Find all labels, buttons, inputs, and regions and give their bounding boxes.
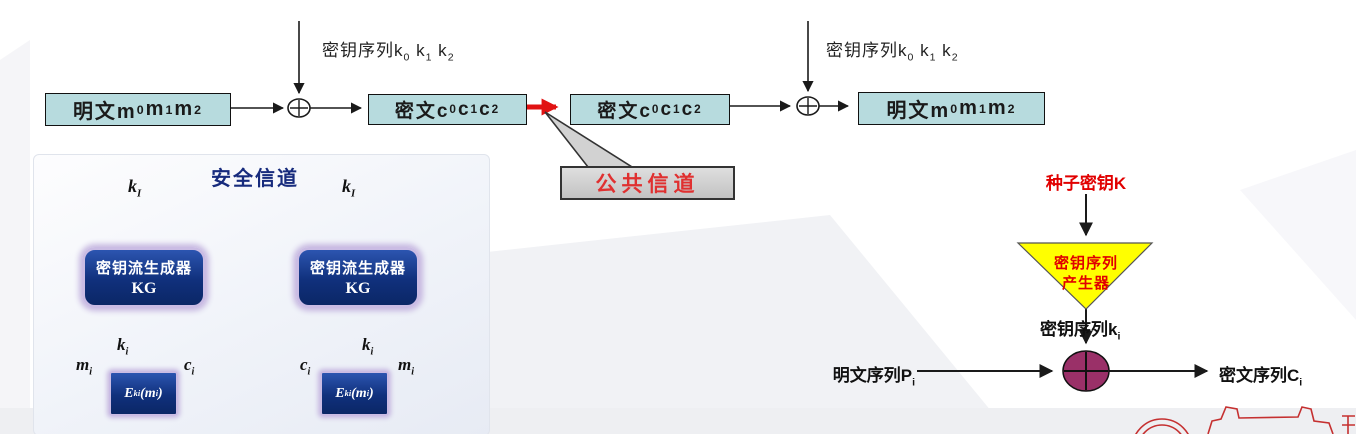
- initial-key-label-receiver: kI: [342, 176, 356, 200]
- keystream-generator-box-sender: 密钥流生成器 KG: [82, 247, 206, 308]
- logo-watermark: [1135, 406, 1355, 434]
- public-channel-callout: 公共信道: [560, 166, 735, 200]
- kg-name-sender: 密钥流生成器: [95, 260, 192, 277]
- decor-polygon-left: [0, 40, 30, 434]
- kg-name-receiver: 密钥流生成器: [309, 260, 406, 277]
- generator-triangle-label: 密钥序列 产生器: [1036, 254, 1136, 293]
- logo-inner-ring: [1142, 424, 1182, 434]
- kg-abbr-receiver: KG: [345, 280, 371, 297]
- secure-channel-title: 安全信道: [211, 168, 299, 190]
- logo-glyph-fragment: [1342, 415, 1355, 434]
- message-in-label-sender: mi: [76, 355, 93, 378]
- generator-label-line1: 密钥序列: [1053, 255, 1118, 272]
- plaintext-sequence-label: 明文序列Pi: [832, 366, 915, 389]
- message-out-label-receiver: mi: [398, 355, 415, 378]
- keystream-label-sender: ki: [117, 335, 129, 358]
- kg-abbr-sender: KG: [131, 280, 157, 297]
- ciphertext-sequence-label: 密文序列Ci: [1219, 366, 1303, 389]
- xor-icon-right: [796, 96, 820, 116]
- keystream-generator-box-receiver: 密钥流生成器 KG: [296, 247, 420, 308]
- keystream-sequence-label: 密钥序列ki: [1040, 320, 1121, 343]
- generator-label-line2: 产生器: [1061, 274, 1110, 292]
- key-sequence-label-right: 密钥序列k0 k1 k2: [826, 41, 959, 64]
- xor-circle-icon: [1062, 350, 1110, 392]
- key-sequence-label-left: 密钥序列k0 k1 k2: [322, 41, 455, 64]
- seed-key-label: 种子密钥K: [1045, 174, 1127, 193]
- top-flow-arrows: [229, 21, 850, 114]
- decor-polygon-right: [1240, 150, 1356, 320]
- xor-icon-left: [287, 98, 311, 118]
- logo-outer-ring: [1135, 418, 1189, 434]
- keystream-label-receiver: ki: [362, 335, 374, 358]
- cipher-in-label-receiver: ci: [300, 355, 311, 378]
- logo-script-outline: [1207, 406, 1334, 434]
- cipher-out-label-sender: ci: [184, 355, 195, 378]
- decor-polygon-center: [487, 215, 1010, 434]
- initial-key-label-sender: kI: [128, 176, 142, 200]
